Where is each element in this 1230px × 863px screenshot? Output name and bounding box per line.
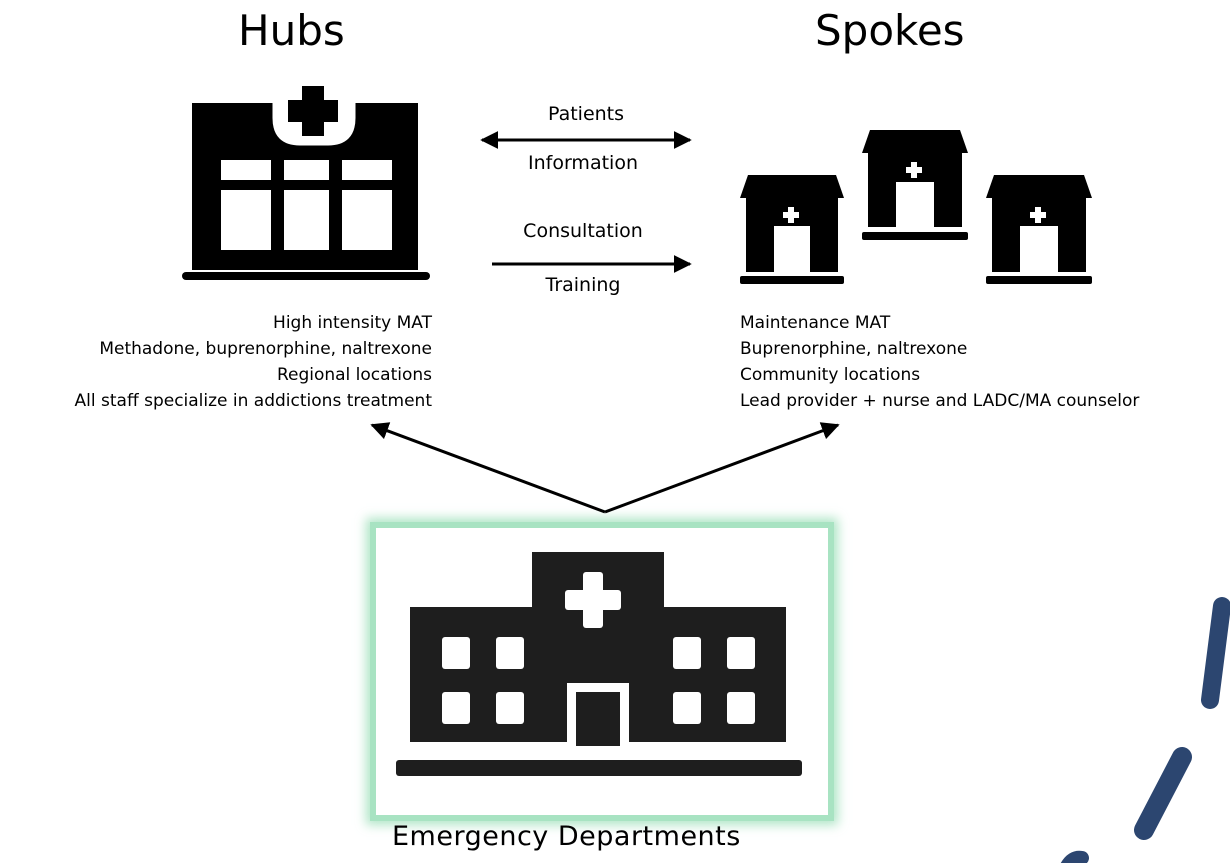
spokes-detail-item: Buprenorphine, naltrexone bbox=[740, 339, 968, 359]
hubs-detail-item: All staff specialize in addictions treat… bbox=[74, 391, 432, 411]
hospital-icon bbox=[182, 86, 430, 280]
spokes-title: Spokes bbox=[815, 6, 965, 55]
hubs-detail-item: Methadone, buprenorphine, naltrexone bbox=[99, 339, 432, 359]
ed-to-hubs-arrow bbox=[370, 422, 606, 514]
spokes-detail-item: Lead provider + nurse and LADC/MA counse… bbox=[740, 391, 1140, 411]
clinic-icon bbox=[986, 175, 1092, 284]
decorative-strokes bbox=[1060, 597, 1230, 863]
hubs-detail-item: Regional locations bbox=[276, 365, 432, 385]
spokes-details: Maintenance MAT Buprenorphine, naltrexon… bbox=[740, 310, 1220, 414]
hubs-title: Hubs bbox=[238, 6, 345, 55]
flow-label-patients: Patients bbox=[547, 103, 625, 125]
hubs-detail-item: High intensity MAT bbox=[273, 313, 432, 333]
spokes-detail-item: Community locations bbox=[740, 365, 921, 385]
clinic-icon bbox=[862, 130, 968, 240]
clinic-icon bbox=[740, 175, 844, 284]
emergency-departments-label: Emergency Departments bbox=[392, 821, 741, 852]
emergency-hospital-icon bbox=[396, 552, 802, 776]
hubs-details: High intensity MAT Methadone, buprenorph… bbox=[0, 310, 432, 414]
flow-label-training: Training bbox=[545, 274, 621, 296]
flow-label-consultation: Consultation bbox=[523, 220, 643, 242]
flow-label-information: Information bbox=[528, 152, 638, 174]
spokes-detail-item: Maintenance MAT bbox=[740, 313, 891, 333]
ed-to-spokes-arrow bbox=[604, 422, 840, 514]
